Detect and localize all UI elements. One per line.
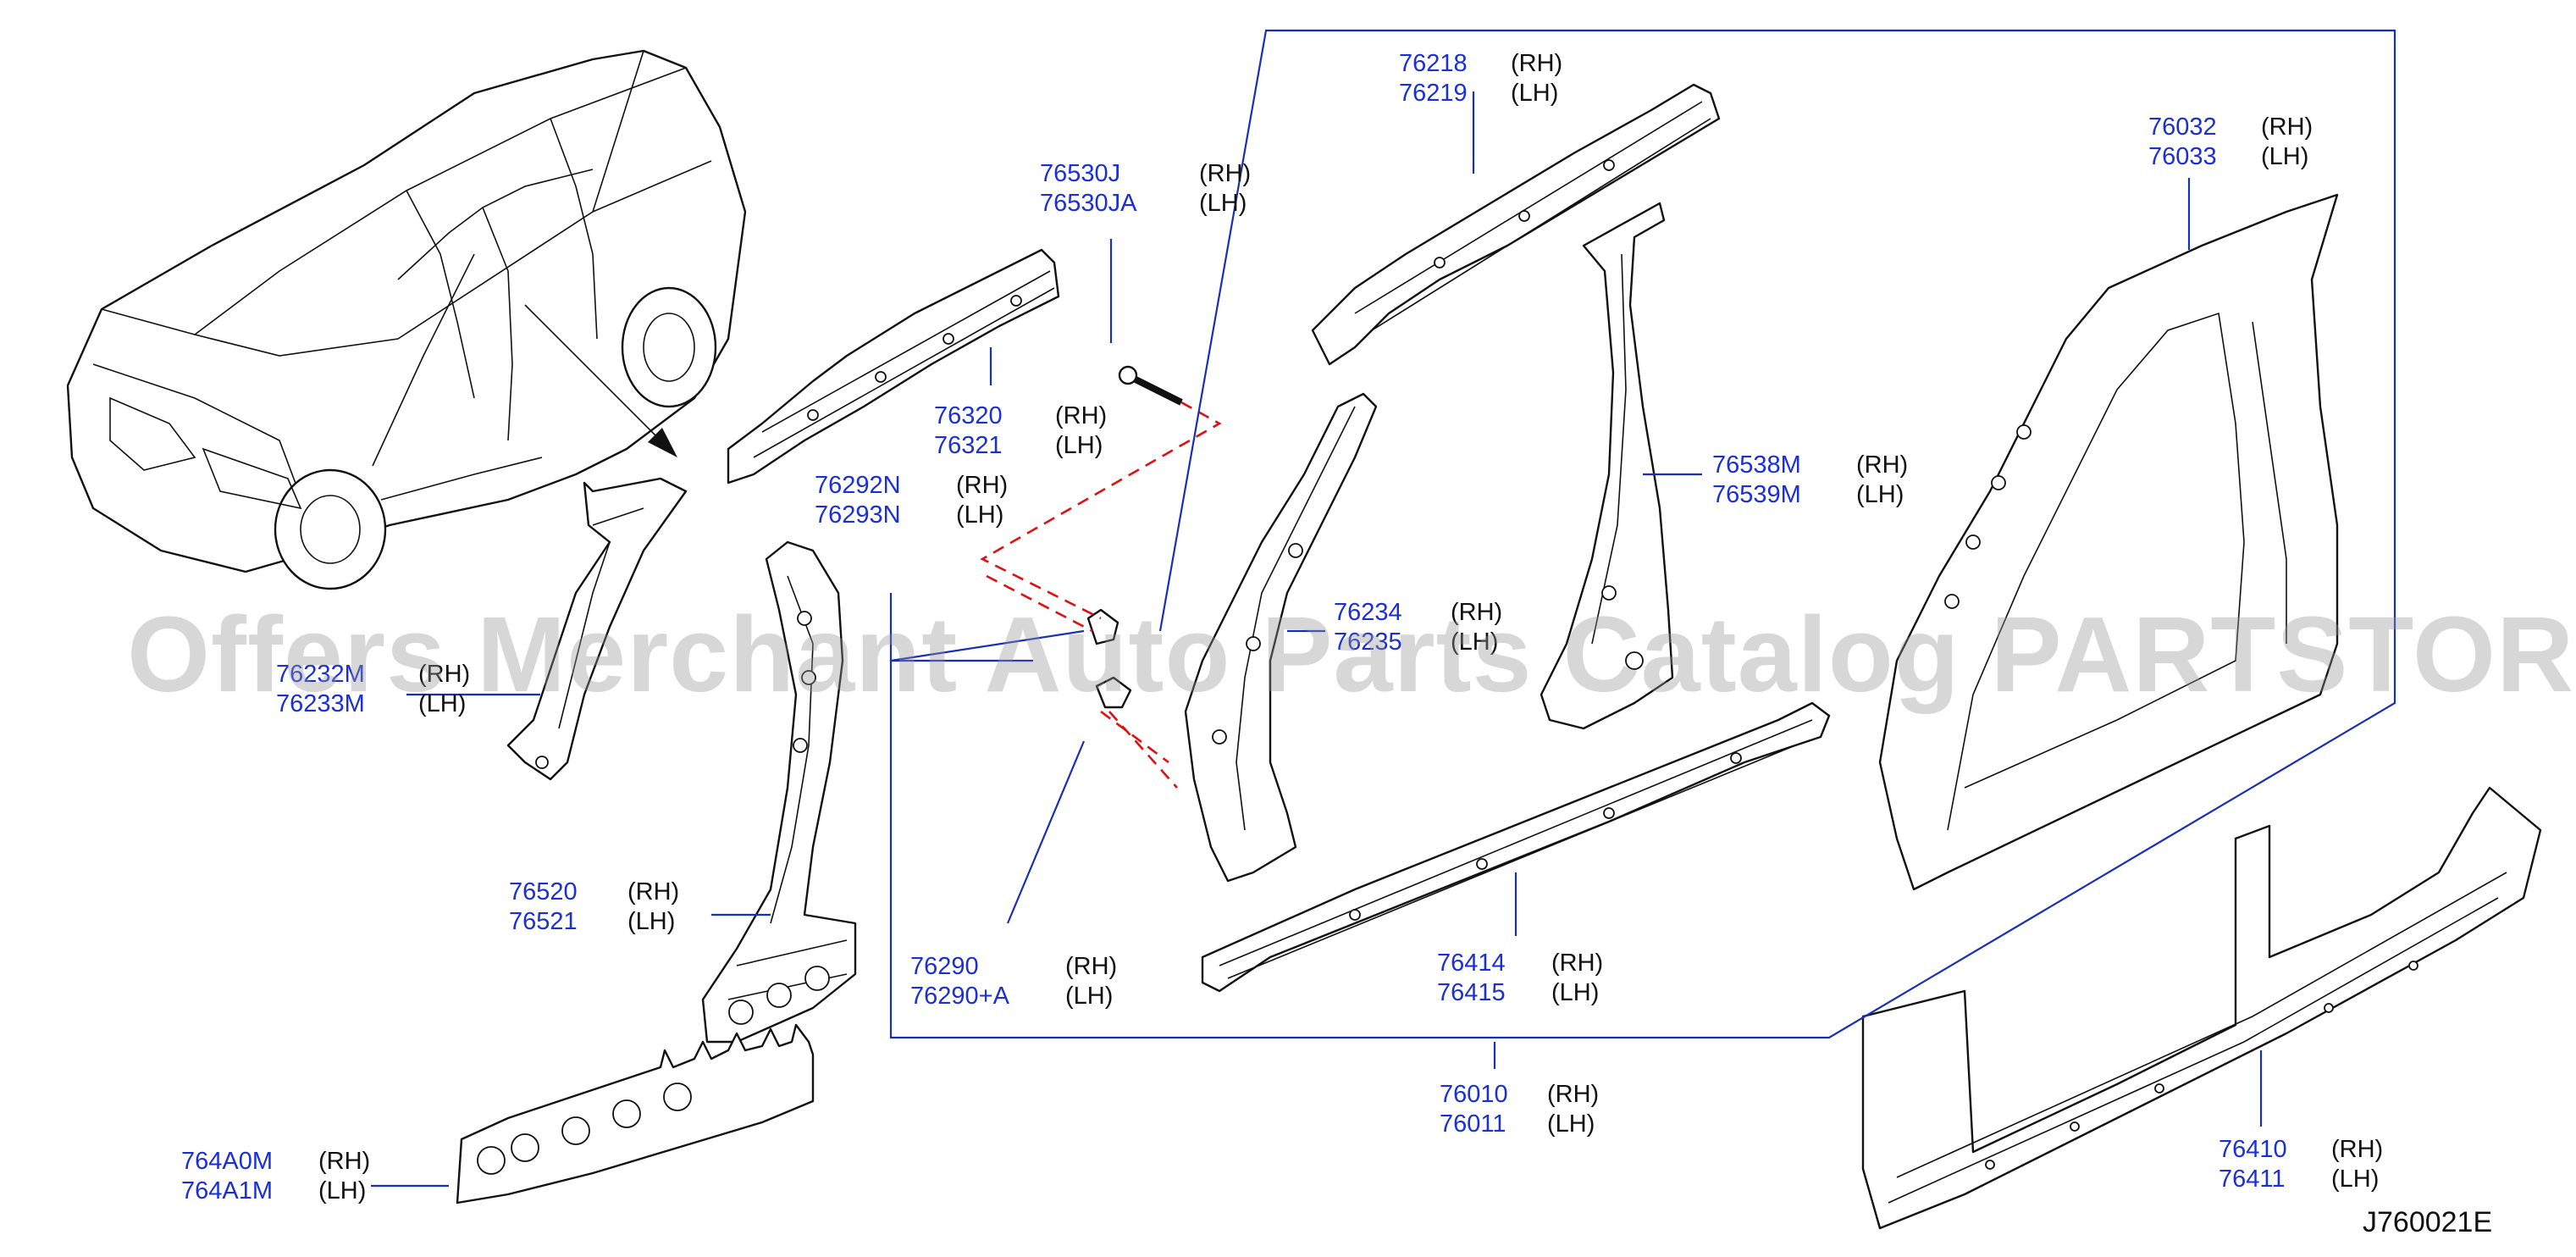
part-number-76011[interactable]: 76011 [1440,1110,1506,1138]
vehicle-overview-illustration [66,49,747,590]
part-76538m-drawing [1540,202,1674,730]
part-number-76538m[interactable]: 76538M [1712,451,1801,479]
side-rh-label: (RH) [1451,599,1503,626]
side-rh-label: (RH) [1547,1081,1600,1108]
part-number-76032[interactable]: 76032 [2148,114,2217,141]
part-number-76235[interactable]: 76235 [1334,628,1402,656]
side-lh-label: (LH) [418,690,467,717]
side-lh-label: (LH) [1065,983,1114,1010]
part-76410-drawing [1861,786,2542,1230]
part-number-76290[interactable]: 76290 [910,953,979,980]
part-number-76415[interactable]: 76415 [1437,979,1506,1006]
side-rh-label: (RH) [627,878,680,905]
part-number-76530j[interactable]: 76530J [1040,160,1121,187]
side-lh-label: (LH) [1856,481,1904,508]
part-number-76320[interactable]: 76320 [934,402,1003,429]
part-number-76290a[interactable]: 76290+A [910,983,1009,1010]
part-76292n-drawing [1086,608,1119,645]
part-number-76411[interactable]: 76411 [2219,1166,2286,1193]
diagram-code: J760021E [2363,1206,2493,1238]
part-76234-drawing [1184,392,1378,883]
part-76218-drawing [1311,83,1721,366]
side-lh-label: (LH) [1511,80,1559,107]
side-rh-label: (RH) [1856,451,1909,479]
part-number-76520[interactable]: 76520 [509,878,578,905]
assembly-frame-76010 [889,29,2396,1039]
side-rh-label: (RH) [1055,402,1108,429]
part-number-76521[interactable]: 76521 [509,908,578,935]
watermark-text: Offers Merchant Auto Parts Catalog PARTS… [127,595,2576,714]
side-lh-label: (LH) [1451,628,1499,656]
part-number-76233m[interactable]: 76233M [276,690,365,717]
side-lh-label: (LH) [2331,1166,2380,1193]
part-number-76530ja[interactable]: 76530JA [1040,190,1137,217]
part-number-764a0m[interactable]: 764A0M [181,1148,274,1175]
side-lh-label: (LH) [1055,432,1103,459]
part-76290-drawing [1095,676,1132,709]
part-number-76410[interactable]: 76410 [2219,1136,2287,1163]
part-76320-drawing [727,248,1060,485]
part-76032-drawing [1878,193,2339,891]
side-rh-label: (RH) [2261,114,2313,141]
side-rh-label: (RH) [318,1148,371,1175]
leader-lines [371,91,2263,1188]
side-lh-label: (LH) [2261,143,2309,170]
part-number-76219[interactable]: 76219 [1399,80,1468,107]
part-number-76218[interactable]: 76218 [1399,50,1468,77]
part-number-76292n[interactable]: 76292N [815,472,901,499]
part-764a0m-drawing [456,1023,815,1204]
installation-dashed-lines [980,401,1222,789]
part-number-76321[interactable]: 76321 [934,432,1003,459]
side-rh-label: (RH) [1199,160,1252,187]
part-76414-drawing [1201,701,1831,993]
side-rh-label: (RH) [1065,953,1118,980]
part-number-76234[interactable]: 76234 [1334,599,1402,626]
part-number-76539m[interactable]: 76539M [1712,481,1801,508]
part-number-76414[interactable]: 76414 [1437,950,1506,977]
side-lh-label: (LH) [1551,979,1600,1006]
part-number-76232m[interactable]: 76232M [276,661,365,688]
side-lh-label: (LH) [956,501,1004,529]
part-number-76293n[interactable]: 76293N [815,501,901,529]
side-lh-label: (LH) [627,908,676,935]
part-number-76010[interactable]: 76010 [1440,1081,1508,1108]
part-76232m-drawing [506,477,688,781]
side-rh-label: (RH) [418,661,471,688]
side-lh-label: (LH) [318,1177,367,1204]
part-76520-drawing [701,540,857,1044]
side-rh-label: (RH) [956,472,1009,499]
side-rh-label: (RH) [1551,950,1604,977]
part-76530j-drawing [1118,365,1183,406]
side-lh-label: (LH) [1547,1110,1595,1138]
side-rh-label: (RH) [2331,1136,2384,1163]
side-rh-label: (RH) [1511,50,1563,77]
part-number-76033[interactable]: 76033 [2148,143,2217,170]
side-lh-label: (LH) [1199,190,1247,217]
part-number-764a1m[interactable]: 764A1M [181,1177,274,1204]
